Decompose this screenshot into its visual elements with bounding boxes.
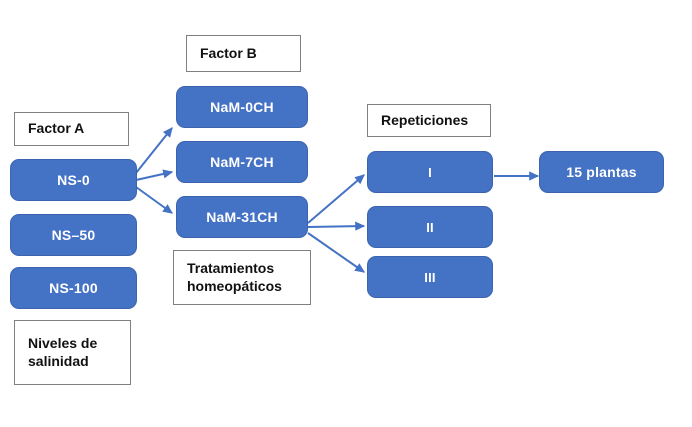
- node-ns-0[interactable]: NS-0: [10, 159, 137, 201]
- node-nam-0ch[interactable]: NaM-0CH: [176, 86, 308, 128]
- factor-b-label-box: Factor B: [186, 35, 301, 72]
- node-nam-31ch-label: NaM-31CH: [206, 209, 278, 225]
- node-ns-100-label: NS-100: [49, 280, 98, 296]
- node-nam-7ch[interactable]: NaM-7CH: [176, 141, 308, 183]
- factor-b-label-text: Factor B: [200, 44, 257, 61]
- node-repeticion-iii[interactable]: III: [367, 256, 493, 298]
- tratamientos-line-2: homeopáticos: [187, 277, 282, 294]
- connector-ns0-to-nam0ch: [135, 127, 173, 174]
- node-ns-100[interactable]: NS-100: [10, 267, 137, 309]
- node-repeticion-i-label: I: [428, 164, 432, 180]
- connector-nam31ch-to-rep-ii: [307, 221, 366, 231]
- node-15-plantas[interactable]: 15 plantas: [539, 151, 664, 193]
- node-nam-31ch[interactable]: NaM-31CH: [176, 196, 308, 238]
- node-repeticion-i[interactable]: I: [367, 151, 493, 193]
- node-ns-50[interactable]: NS–50: [10, 214, 137, 256]
- connector-ns0-to-nam7ch: [135, 169, 174, 181]
- node-ns-0-label: NS-0: [57, 172, 90, 188]
- repeticiones-label-box: Repeticiones: [367, 104, 491, 137]
- node-15-plantas-label: 15 plantas: [566, 164, 637, 180]
- niveles-salinidad-line-2: salinidad: [28, 352, 89, 369]
- connector-ns0-to-nam31ch: [135, 186, 173, 214]
- node-nam-0ch-label: NaM-0CH: [210, 99, 274, 115]
- node-repeticion-ii-label: II: [426, 219, 434, 235]
- repeticiones-label-text: Repeticiones: [381, 111, 469, 128]
- node-nam-7ch-label: NaM-7CH: [210, 154, 274, 170]
- tratamientos-homeopaticos-label-box: Tratamientos homeopáticos: [173, 250, 311, 305]
- node-repeticion-iii-label: III: [424, 269, 436, 285]
- factor-a-label-box: Factor A: [14, 112, 129, 146]
- connector-nam31ch-to-rep-i: [307, 174, 365, 224]
- connector-nam31ch-to-rep-iii: [307, 232, 365, 273]
- node-ns-50-label: NS–50: [51, 227, 96, 243]
- niveles-salinidad-label-box: Niveles de salinidad: [14, 320, 131, 385]
- tratamientos-line-1: Tratamientos: [187, 260, 275, 277]
- node-repeticion-ii[interactable]: II: [367, 206, 493, 248]
- niveles-salinidad-label-text: Niveles de salinidad: [28, 335, 97, 369]
- niveles-salinidad-line-1: Niveles de: [28, 335, 98, 352]
- factor-a-label-text: Factor A: [28, 120, 85, 137]
- tratamientos-homeopaticos-label-text: Tratamientos homeopáticos: [187, 260, 282, 294]
